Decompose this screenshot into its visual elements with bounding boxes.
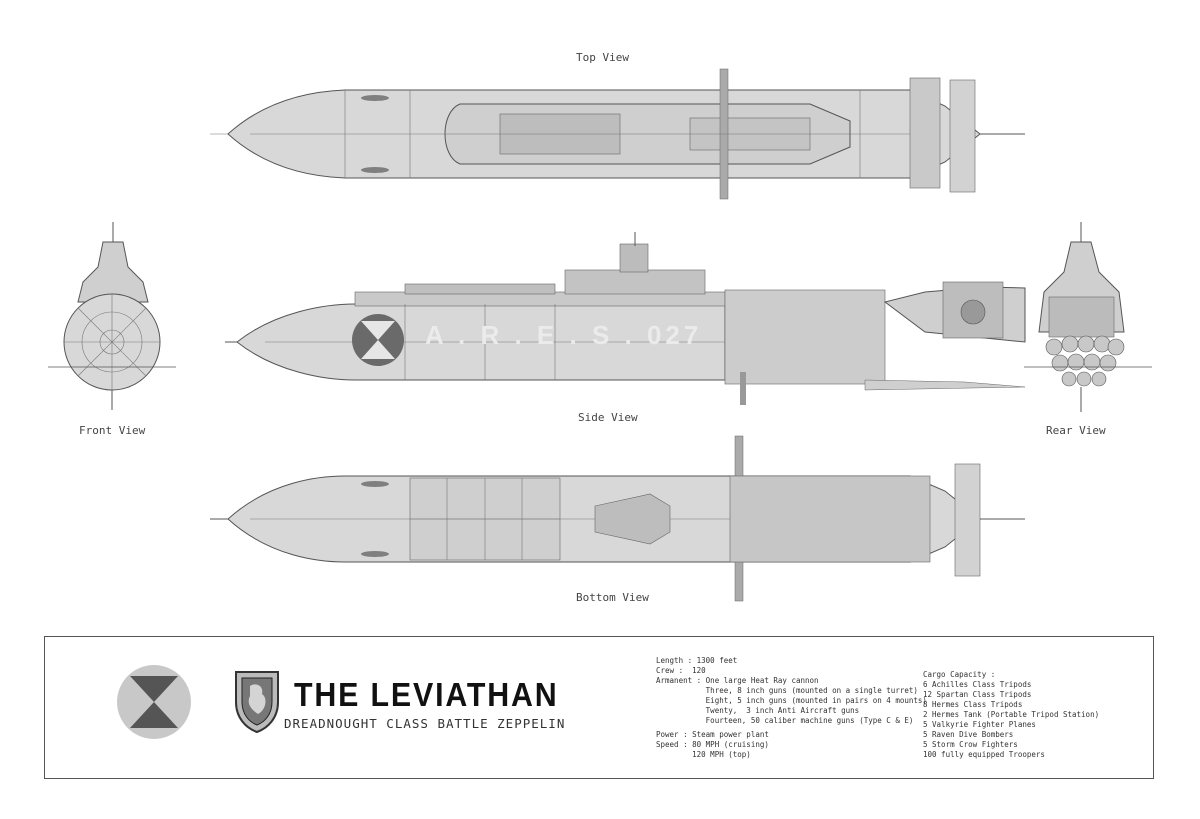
hull-marking: A . R . E . S . 027 — [425, 320, 703, 350]
bottom-view-label: Bottom View — [576, 591, 649, 604]
side-view-label: Side View — [578, 411, 638, 424]
cargo-item: 5 Storm Crow Fighters — [923, 740, 1018, 749]
hourglass-emblem-icon — [352, 314, 404, 366]
cargo-item: 100 fully equipped Troopers — [923, 750, 1045, 759]
spec-armament-1: Three, 8 inch guns (mounted on a single … — [656, 686, 918, 695]
cargo-heading: Cargo Capacity : — [923, 670, 996, 679]
crest-shield-icon — [235, 671, 279, 734]
cargo-item: 5 Valkyrie Fighter Planes — [923, 720, 1036, 729]
ship-title: THE LEVIATHAN — [294, 676, 559, 713]
info-panel — [44, 636, 1154, 779]
spec-length: Length : 1300 feet — [656, 656, 738, 665]
cargo-item: 8 Hermes Class Tripods — [923, 700, 1023, 709]
spec-speed-0: Speed : 80 MPH (cruising) — [656, 740, 769, 749]
top-view-drawing — [210, 68, 1025, 200]
rear-view-label: Rear View — [1046, 424, 1106, 437]
spec-armament-2: Eight, 5 inch guns (mounted in pairs on … — [656, 696, 927, 705]
front-view-label: Front View — [79, 424, 146, 437]
spec-armament-4: Fourteen, 50 caliber machine guns (Type … — [656, 716, 914, 725]
spec-crew: Crew : 120 — [656, 666, 706, 675]
rear-view-drawing — [1024, 222, 1152, 412]
front-view-drawing — [48, 222, 176, 410]
cargo-item: 2 Hermes Tank (Portable Tripod Station) — [923, 710, 1100, 719]
spec-speed-1: 120 MPH (top) — [656, 750, 751, 759]
bottom-view-drawing — [210, 435, 1025, 602]
cargo-item: 6 Achilles Class Tripods — [923, 680, 1032, 689]
spec-armament-0: Armanent : One large Heat Ray cannon — [656, 676, 819, 685]
cargo-item: 5 Raven Dive Bombers — [923, 730, 1014, 739]
top-view-label: Top View — [576, 51, 629, 64]
spec-armament-3: Twenty, 3 inch Anti Aircraft guns — [656, 706, 860, 715]
cargo-item: 12 Spartan Class Tripods — [923, 690, 1032, 699]
spec-power: Power : Steam power plant — [656, 730, 769, 739]
hourglass-emblem-icon — [117, 665, 191, 739]
ship-subtitle: DREADNOUGHT CLASS BATTLE ZEPPELIN — [284, 716, 566, 731]
